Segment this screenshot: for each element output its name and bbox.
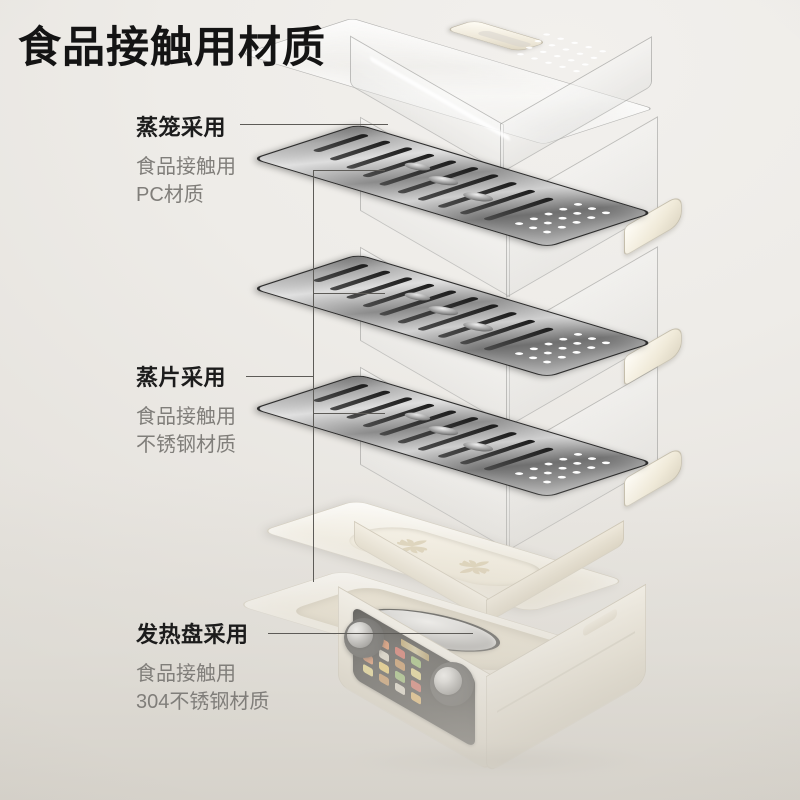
annotation-detail-line1: 食品接触用	[136, 406, 236, 428]
annotation-detail-line2: 304不锈钢材质	[136, 691, 270, 714]
base-unit	[235, 566, 694, 796]
annotation-detail: 食品接触用 304不锈钢材质	[136, 660, 269, 717]
control-knob-lower[interactable]	[430, 662, 474, 706]
annotation-heading: 蒸片采用	[136, 365, 227, 390]
page-title: 食品接触用材质	[18, 24, 326, 72]
annotation-steam-basket: 蒸笼采用 食品接触用 PC材质	[136, 110, 236, 210]
annotation-detail: 食品接触用 不锈钢材质	[136, 403, 236, 460]
leader-branch-tray-middle	[313, 293, 385, 294]
annotation-detail-line1: 食品接触用	[136, 663, 236, 685]
annotation-heating-plate: 发热盘采用 食品接触用 304不锈钢材质	[136, 617, 269, 717]
annotation-steam-plate: 蒸片采用 食品接触用 不锈钢材质	[136, 360, 236, 460]
leader-line-steam-basket	[240, 124, 388, 125]
annotation-detail-line2: PC材质	[136, 184, 204, 207]
annotation-heading: 发热盘采用	[136, 622, 249, 647]
leader-line-heating-plate	[268, 633, 473, 634]
annotation-detail: 食品接触用 PC材质	[136, 153, 236, 210]
leader-line-steam-plate-stem	[246, 376, 314, 377]
leader-branch-tray-bottom	[313, 413, 385, 414]
control-knob-upper[interactable]	[344, 618, 384, 658]
leader-branch-tray-top	[313, 170, 385, 171]
annotation-detail-line1: 食品接触用	[136, 156, 236, 178]
leader-line-steam-plate-spine	[313, 170, 314, 582]
annotation-heading: 蒸笼采用	[136, 115, 227, 140]
annotation-detail-line2: 不锈钢材质	[136, 434, 236, 457]
